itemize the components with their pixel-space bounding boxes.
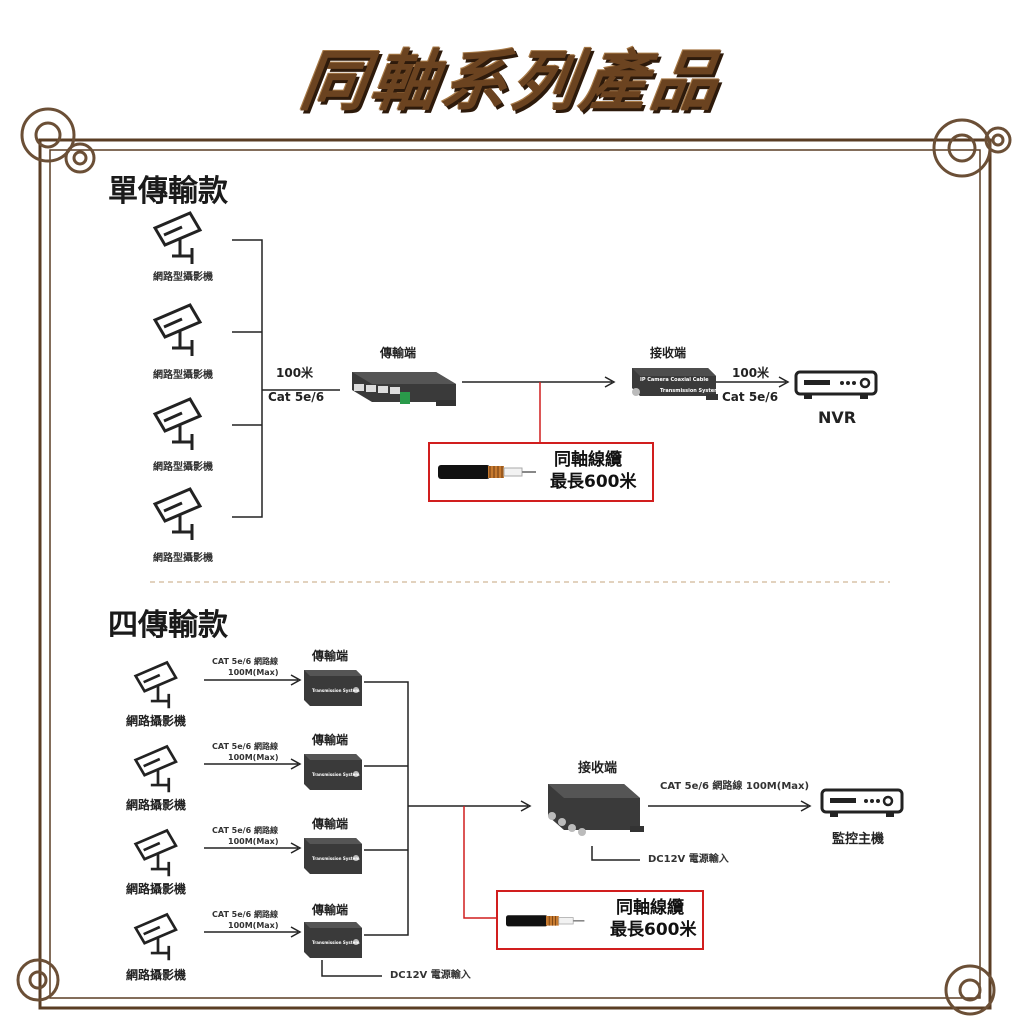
transmitter-text: Transmission System	[312, 688, 360, 693]
receiver-power-label: DC12V 電源輸入	[648, 854, 729, 865]
cable-spec-line1: CAT 5e/6 網路線	[212, 657, 278, 666]
coax-name: 同軸線纜	[616, 898, 684, 918]
cable-spec-line2: 100M(Max)	[228, 753, 279, 762]
transmitter-device	[304, 922, 362, 958]
cable-spec-line1: CAT 5e/6 網路線	[212, 910, 278, 919]
distance-label: 100米	[276, 366, 314, 380]
receiver-device	[548, 784, 644, 836]
camera-icon	[152, 303, 203, 356]
coax-length: 最長600米	[550, 472, 637, 492]
transmitter-text: Transmission System	[312, 856, 360, 861]
camera-icon	[133, 828, 178, 877]
camera-label: 網路攝影機	[126, 798, 187, 812]
receiver-text: IP Camera Coaxial Cable	[640, 377, 709, 383]
nvr-icon	[794, 370, 878, 399]
transmitter-text: Transmission System	[312, 940, 360, 945]
transmitter-device	[352, 372, 456, 406]
coax-cable-icon	[506, 915, 585, 927]
coax-cable-box: 同軸線纜 最長600米	[496, 890, 704, 950]
transmitter-label: 傳輸端	[312, 649, 349, 663]
camera-icon	[133, 660, 178, 709]
coax-cable-box: 同軸線纜 最長600米	[428, 442, 654, 502]
camera-icon	[133, 912, 178, 961]
camera-label: 網路型攝影機	[153, 553, 213, 564]
distance-label: 100米	[732, 366, 770, 380]
transmitter-label: 傳輸端	[312, 817, 349, 831]
transmitter-power-label: DC12V 電源輸入	[390, 970, 471, 981]
quad-section-heading: 四傳輸款	[108, 608, 228, 643]
output-cable-label: CAT 5e/6 網路線 100M(Max)	[660, 781, 810, 792]
camera-label: 網路攝影機	[126, 968, 187, 982]
coax-name: 同軸線纜	[554, 450, 622, 470]
camera-label: 網路攝影機	[126, 882, 187, 896]
receiver-text-2: Transmission System	[660, 388, 720, 394]
camera-label: 網路型攝影機	[153, 272, 213, 283]
receiver-label: 接收端	[650, 346, 687, 360]
host-label: 監控主機	[832, 832, 885, 847]
cable-spec-label: Cat 5e/6	[722, 390, 779, 404]
receiver-label: 接收端	[578, 761, 618, 776]
host-icon	[820, 788, 904, 814]
nvr-label: NVR	[818, 408, 857, 427]
transmitter-device	[304, 670, 362, 706]
transmitter-text: Transmission System	[312, 772, 360, 777]
transmitter-label: 傳輸端	[312, 733, 349, 747]
cable-spec-line2: 100M(Max)	[228, 837, 279, 846]
receiver-device	[632, 368, 718, 400]
camera-label: 網路攝影機	[126, 714, 187, 728]
cable-spec-line1: CAT 5e/6 網路線	[212, 826, 278, 835]
cable-spec-line2: 100M(Max)	[228, 668, 279, 677]
camera-icon	[152, 211, 203, 264]
cable-spec-line2: 100M(Max)	[228, 921, 279, 930]
transmitter-label: 傳輸端	[380, 346, 417, 360]
camera-icon	[152, 397, 203, 450]
cable-spec-line1: CAT 5e/6 網路線	[212, 742, 278, 751]
transmitter-label: 傳輸端	[312, 903, 349, 917]
camera-icon	[133, 744, 178, 793]
transmitter-device	[304, 754, 362, 790]
cable-spec-label: Cat 5e/6	[268, 390, 325, 404]
camera-icon	[152, 487, 203, 540]
coax-length: 最長600米	[610, 920, 697, 940]
gear-icon	[16, 107, 1012, 1016]
transmitter-device	[304, 838, 362, 874]
single-section-heading: 單傳輸款	[108, 174, 228, 209]
camera-label: 網路型攝影機	[153, 370, 213, 381]
camera-label: 網路型攝影機	[153, 462, 213, 473]
coax-cable-icon	[438, 465, 536, 479]
